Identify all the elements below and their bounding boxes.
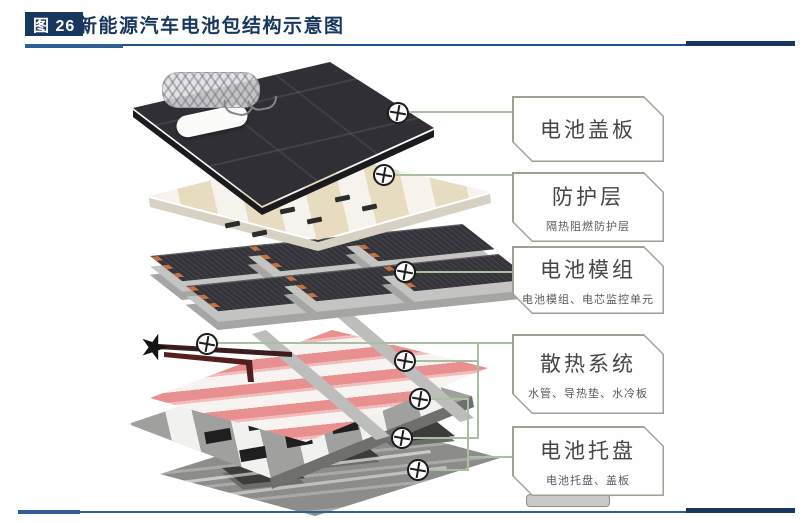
leader-line-tray-entry [467,456,512,458]
title-rule-thin [25,44,795,46]
wiring-harness [162,72,260,108]
bottom-rule-left-thick [18,510,80,514]
leader-line-frame [431,398,469,400]
leader-line-cooling-plate [416,360,479,362]
callout-subtitle: 电池托盘、盖板 [546,474,630,487]
leader-line-cover [409,111,512,113]
pipe-connector-star [136,329,171,364]
leader-line-vertical-1 [477,342,479,439]
callout-subtitle: 水管、导热垫、水冷板 [528,387,648,400]
leader-line-cooling-main [218,342,512,344]
bottom-rule-right-thick [686,508,795,513]
leader-line-vertical-2 [467,398,469,471]
title-rule-right-thick [686,41,795,46]
callout-protection-layer: 防护层 隔热阻燃防护层 [512,172,664,242]
callout-subtitle: 隔热阻燃防护层 [546,220,630,233]
callout-title: 电池模组 [540,258,636,282]
callout-title: 防护层 [552,185,624,209]
callout-battery-tray: 电池托盘 电池托盘、盖板 [512,426,664,496]
leader-line-cooling-bottom [413,437,479,439]
callout-cover-plate: 电池盖板 [512,96,664,162]
callout-title: 电池托盘 [540,439,636,463]
callout-cooling-system: 散热系统 水管、导热垫、水冷板 [512,334,664,414]
title-rule-left-thick [25,44,123,48]
leader-line-tray [429,469,469,471]
bottom-rule-thin [18,511,686,513]
leader-line-protection [395,174,512,176]
callout-title: 电池盖板 [540,119,636,142]
crosshair-marker-pipes [194,331,220,357]
callout-battery-module: 电池模组 电池模组、电芯监控单元 [512,246,664,314]
leader-line-module [416,271,512,273]
callout-title: 散热系统 [540,352,636,376]
callout-subtitle: 电池模组、电芯监控单元 [522,293,654,306]
figure-title: 新能源汽车电池包结构示意图 [78,15,345,37]
figure-number-badge: 图 26 [25,12,84,36]
